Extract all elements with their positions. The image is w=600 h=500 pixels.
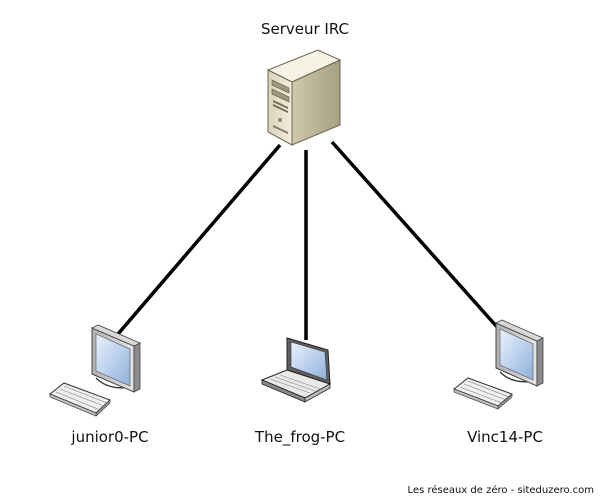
link-server-junior0 bbox=[116, 143, 282, 336]
connections bbox=[116, 140, 500, 340]
desktop-computer-icon-junior0 bbox=[49, 324, 141, 417]
server-tower-icon bbox=[266, 49, 342, 146]
link-server-vinc14 bbox=[330, 140, 500, 330]
footer-credit: Les réseaux de zéro - siteduzero.com bbox=[407, 485, 594, 496]
client-label-vinc14: Vinc14-PC bbox=[467, 428, 543, 446]
client-label-the-frog: The_frog-PC bbox=[254, 428, 346, 446]
laptop-icon-the-frog bbox=[260, 337, 332, 403]
desktop-computer-icon-vinc14 bbox=[453, 319, 544, 410]
server-label: Serveur IRC bbox=[260, 20, 350, 38]
client-label-junior0: junior0-PC bbox=[71, 428, 149, 446]
